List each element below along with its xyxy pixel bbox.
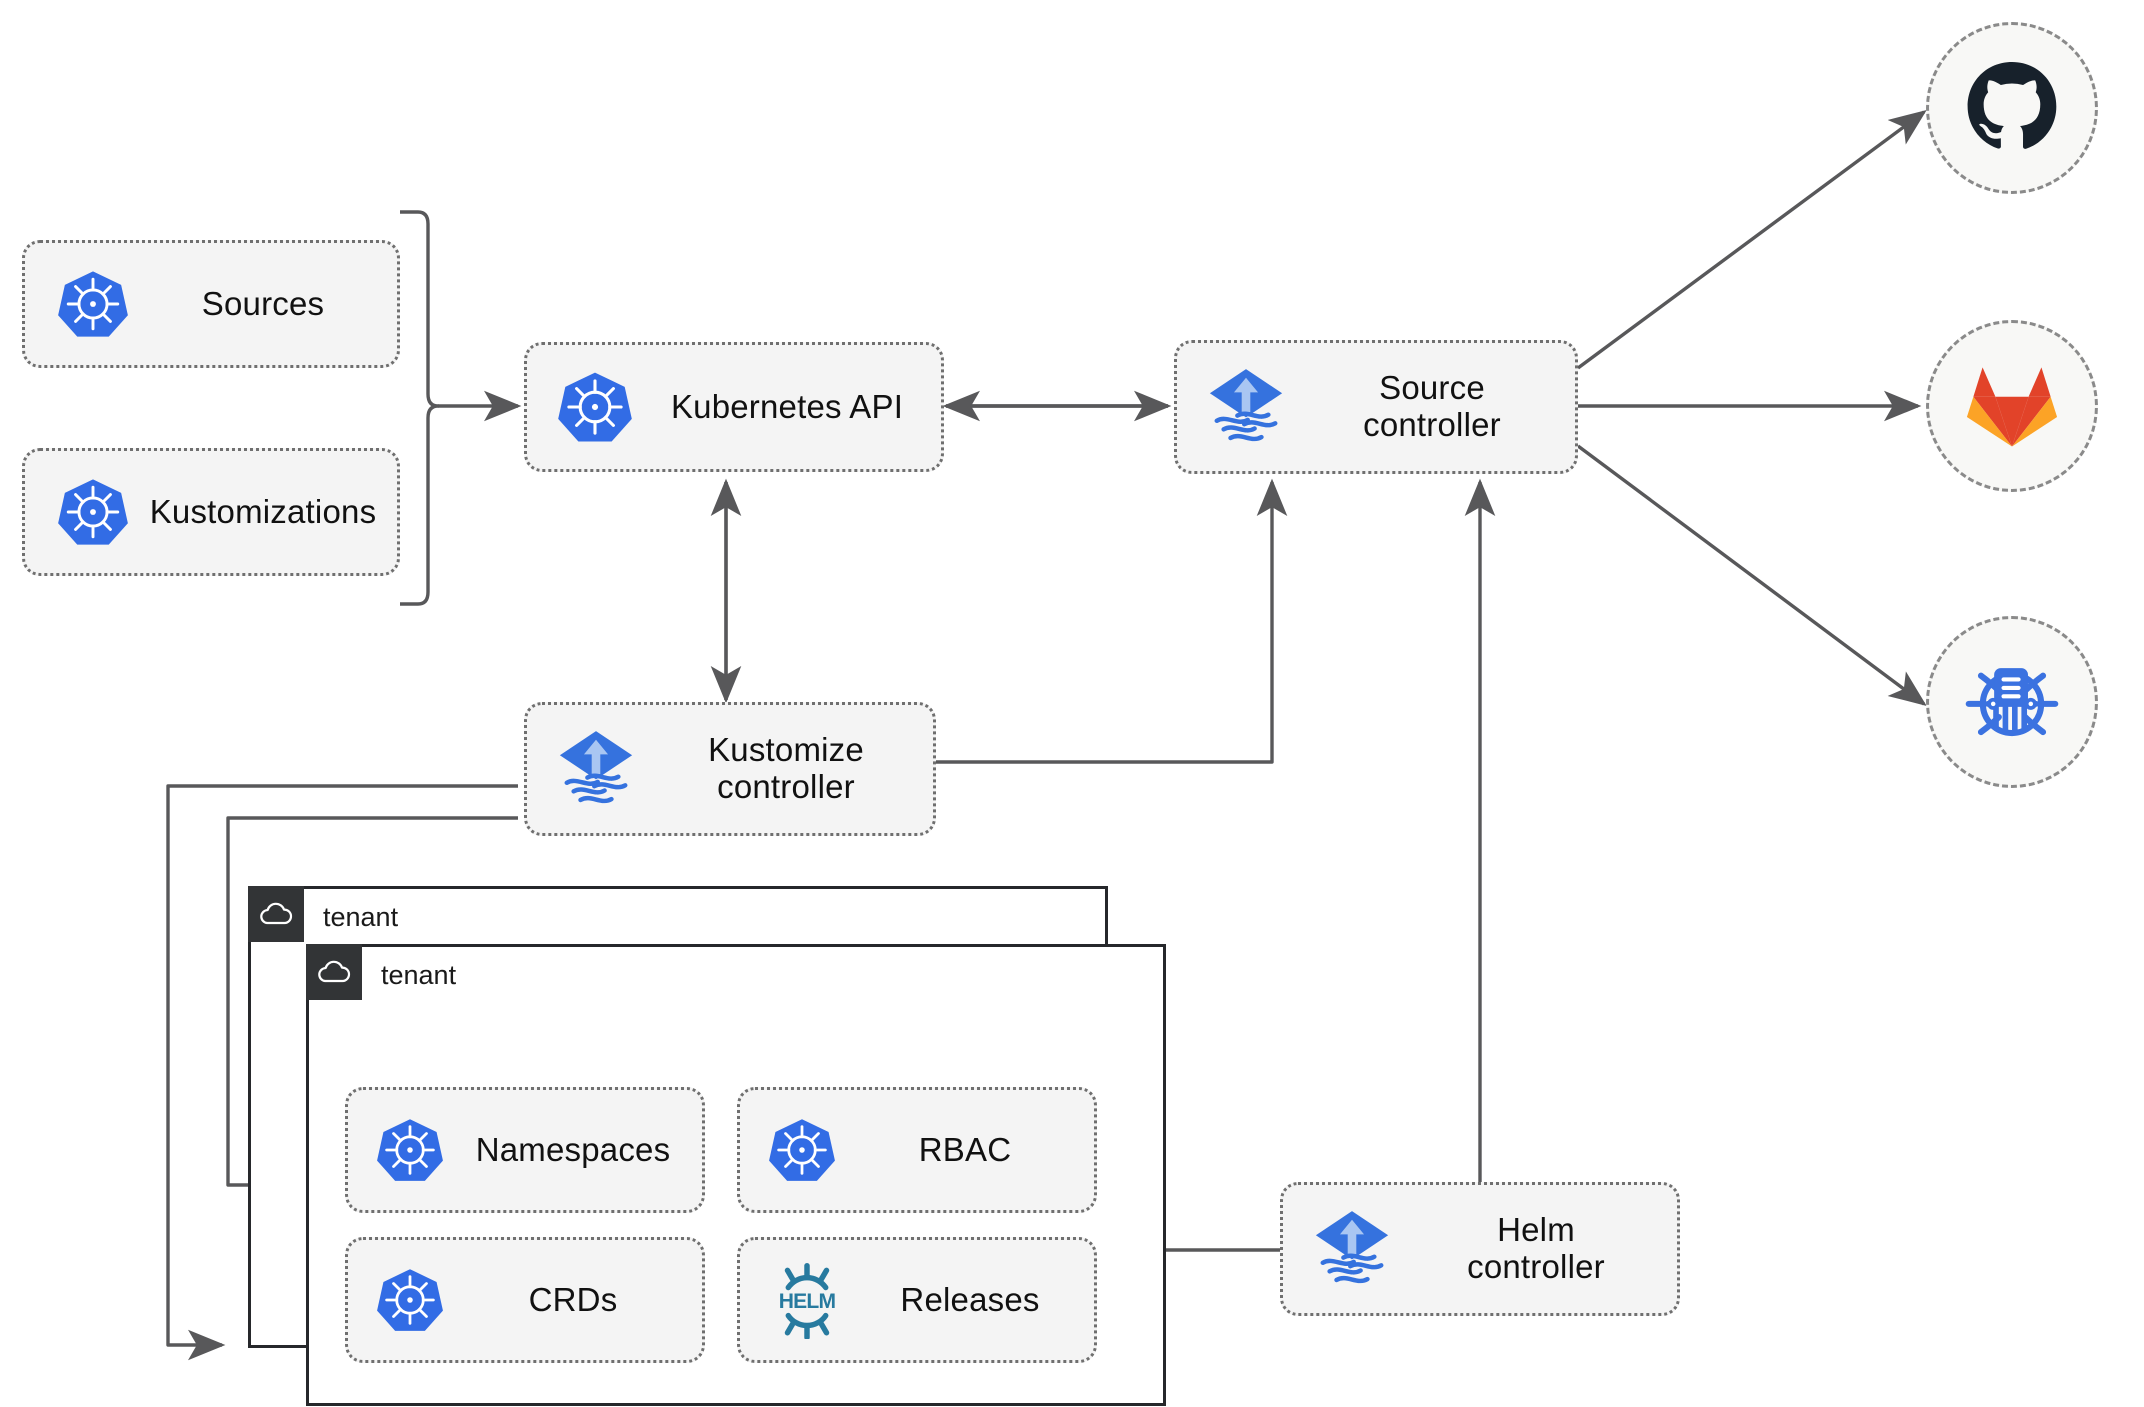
node-label: RBAC: [918, 1130, 1012, 1168]
node-crds[interactable]: CRDs: [345, 1237, 705, 1363]
cloud-icon: [306, 944, 362, 1000]
kubernetes-icon: [376, 1266, 444, 1334]
kubernetes-icon: [376, 1116, 444, 1184]
svg-text:HELM: HELM: [779, 1290, 836, 1313]
kubernetes-icon: [557, 369, 633, 445]
flux-icon: [1203, 364, 1289, 450]
node-sources[interactable]: Sources: [22, 240, 400, 368]
node-source-controller[interactable]: Source controller: [1174, 340, 1578, 474]
edge-kustomize-to-source: [936, 478, 1288, 764]
tenant-box-front[interactable]: tenant Namespaces: [306, 944, 1166, 1406]
flux-icon: [553, 726, 639, 812]
node-label-line1: Helm: [1497, 1211, 1575, 1249]
gitlab-icon: [1966, 367, 2058, 447]
node-label: Kubernetes API: [670, 387, 904, 425]
node-label: CRDs: [528, 1280, 618, 1318]
node-label: Kustomizations: [149, 492, 377, 530]
node-label-line2: controller: [1467, 1248, 1605, 1285]
node-label-line2: controller: [1363, 406, 1501, 443]
node-label: Source controller: [1289, 369, 1575, 444]
kubernetes-icon: [57, 268, 129, 340]
node-kubernetes-api[interactable]: Kubernetes API: [524, 342, 944, 472]
node-label: Namespaces: [475, 1130, 671, 1168]
node-helm-controller[interactable]: Helm controller: [1280, 1182, 1680, 1316]
node-namespaces[interactable]: Namespaces: [345, 1087, 705, 1213]
node-label: Kustomize controller: [639, 731, 933, 806]
node-kustomizations[interactable]: Kustomizations: [22, 448, 400, 576]
node-label: Releases: [900, 1280, 1040, 1318]
cloud-icon: [248, 886, 304, 942]
tenant-tab-front: [306, 944, 362, 1000]
edge-source-to-bucket: [1576, 444, 1927, 707]
node-label-line1: Source: [1379, 369, 1485, 407]
node-label-line1: Kustomize: [708, 731, 864, 769]
github-icon: [1967, 62, 2057, 149]
kubernetes-icon: [57, 476, 129, 548]
provider-gitlab[interactable]: [1926, 320, 2098, 492]
tenant-label: tenant: [381, 959, 457, 990]
helm-icon: HELM: [768, 1261, 846, 1339]
edge-sources-bracket: [400, 210, 440, 606]
tenant-tab-back: [248, 886, 304, 942]
node-kustomize-controller[interactable]: Kustomize controller: [524, 702, 936, 836]
provider-github[interactable]: [1926, 22, 2098, 194]
node-releases[interactable]: HELM Releases: [737, 1237, 1097, 1363]
node-rbac[interactable]: RBAC: [737, 1087, 1097, 1213]
kubernetes-icon: [768, 1116, 836, 1184]
edge-source-to-github: [1576, 109, 1927, 370]
node-label-line2: controller: [717, 768, 855, 805]
tenant-label: tenant: [323, 901, 399, 932]
bucket-icon: [1965, 668, 2059, 737]
node-label: Sources: [201, 284, 325, 322]
node-label: Helm controller: [1395, 1211, 1677, 1286]
flux-icon: [1309, 1206, 1395, 1292]
provider-bucket[interactable]: [1926, 616, 2098, 788]
